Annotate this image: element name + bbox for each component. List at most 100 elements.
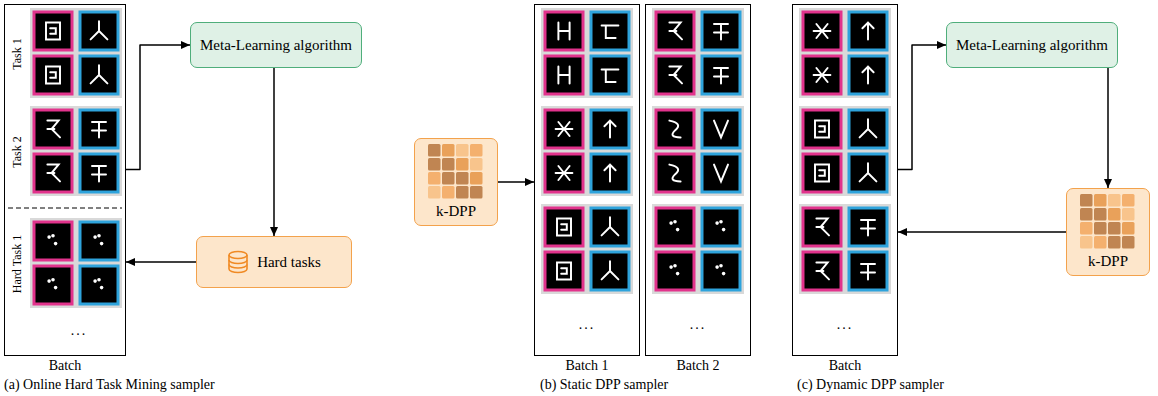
task-group xyxy=(652,8,744,98)
flow-arrow xyxy=(898,45,946,169)
glyph-stroke xyxy=(556,166,573,180)
matrix-cell xyxy=(1080,222,1093,235)
matrix-cell xyxy=(428,172,441,185)
task-image xyxy=(702,208,740,246)
batch-label: Batch xyxy=(793,358,897,374)
glyph-stroke xyxy=(814,68,831,82)
glyph-dot xyxy=(669,265,673,269)
glyph-stroke xyxy=(602,69,619,82)
glyph-stroke xyxy=(714,24,728,39)
glyph-dot xyxy=(673,264,677,268)
glyph-stroke xyxy=(862,23,873,40)
glyph-stroke xyxy=(862,67,873,84)
glyph-stroke xyxy=(92,166,106,181)
db-rings xyxy=(229,260,247,268)
db-body xyxy=(229,255,247,273)
task-group xyxy=(30,106,122,196)
glyph-dot xyxy=(97,278,101,282)
glyph-stroke xyxy=(714,165,728,182)
matrix-cell xyxy=(456,186,469,199)
matrix-cell xyxy=(1108,194,1121,207)
task-group xyxy=(541,204,633,294)
task-image xyxy=(591,154,629,192)
glyph-stroke xyxy=(714,68,728,83)
glyph-stroke xyxy=(860,119,877,137)
task-image xyxy=(702,12,740,50)
glyph-stroke xyxy=(91,65,108,83)
ellipsis: ... xyxy=(31,323,127,339)
matrix-cell xyxy=(428,186,441,199)
kernel-matrix xyxy=(428,144,484,200)
panel-caption: (a) Online Hard Task Mining sampler xyxy=(4,377,215,393)
task-group xyxy=(799,106,891,196)
task-image xyxy=(80,154,118,192)
task-image xyxy=(656,208,694,246)
glyph-dot xyxy=(93,279,97,283)
task-image xyxy=(591,252,629,290)
task-image xyxy=(80,12,118,50)
glyph-stroke xyxy=(46,23,60,40)
matrix-cell xyxy=(428,158,441,171)
database-icon xyxy=(227,250,249,274)
task-image xyxy=(702,110,740,148)
task-image xyxy=(656,56,694,94)
matrix-cell xyxy=(1080,236,1093,249)
batch-box: ...Batch xyxy=(792,4,898,356)
task-group xyxy=(652,204,744,294)
process-box: Meta-Learning algorithm xyxy=(190,22,362,68)
task-image xyxy=(80,266,118,304)
glyph-stroke xyxy=(47,165,60,182)
task-group xyxy=(652,106,744,196)
glyph-stroke xyxy=(860,163,877,181)
box-label: Meta-Learning algorithm xyxy=(200,37,352,54)
task-image xyxy=(849,208,887,246)
task-group xyxy=(541,8,633,98)
glyph-dot xyxy=(722,272,726,276)
glyph-dot xyxy=(669,221,673,225)
panel-caption: (b) Static DPP sampler xyxy=(540,377,668,393)
task-image xyxy=(803,208,841,246)
task-group xyxy=(30,218,122,308)
task-image xyxy=(702,56,740,94)
glyph-dot xyxy=(715,265,719,269)
glyph-stroke xyxy=(602,217,619,235)
task-image xyxy=(849,12,887,50)
glyph-stroke xyxy=(714,121,728,138)
task-image xyxy=(545,110,583,148)
matrix-cell xyxy=(1094,208,1107,221)
matrix-cell xyxy=(428,144,441,157)
ellipsis: ... xyxy=(793,317,897,333)
glyph-dot xyxy=(47,279,51,283)
task-image xyxy=(591,12,629,50)
task-image xyxy=(545,252,583,290)
glyph-stroke xyxy=(815,121,829,138)
glyph-stroke xyxy=(669,23,682,40)
glyph-stroke xyxy=(815,165,829,182)
batch-box: ...Batch 1 xyxy=(534,4,640,356)
dashed-separator xyxy=(8,208,122,209)
task-image xyxy=(702,154,740,192)
matrix-cell xyxy=(442,144,455,157)
glyph-dot xyxy=(722,228,726,232)
batch-label: Batch 2 xyxy=(646,358,750,374)
ellipsis: ... xyxy=(646,317,750,333)
task-image xyxy=(849,56,887,94)
flow-arrow xyxy=(898,231,1066,233)
matrix-cell xyxy=(442,172,455,185)
glyph-stroke xyxy=(604,165,615,182)
glyph-stroke xyxy=(46,67,60,84)
flow-arrow xyxy=(273,68,275,236)
process-box: k-DPP xyxy=(414,138,498,226)
glyph-stroke xyxy=(861,220,875,235)
task-group xyxy=(541,106,633,196)
task-image xyxy=(545,12,583,50)
glyph-stroke xyxy=(604,121,615,138)
task-image xyxy=(656,252,694,290)
matrix-cell xyxy=(1108,222,1121,235)
glyph-stroke xyxy=(556,122,573,136)
task-label: Task 2 xyxy=(10,136,25,168)
glyph-stroke xyxy=(816,219,829,236)
task-image xyxy=(545,208,583,246)
matrix-cell xyxy=(442,186,455,199)
task-image xyxy=(80,222,118,260)
